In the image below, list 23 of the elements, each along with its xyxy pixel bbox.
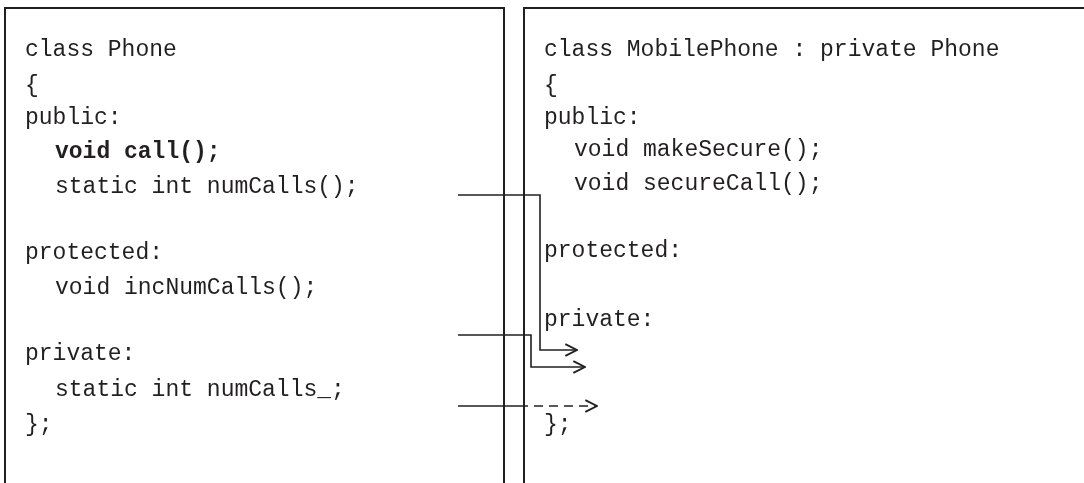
code-line: public: [25,104,122,132]
code-line: static int numCalls(); [55,173,359,201]
arrow [457,194,578,357]
code-line: private: [25,340,136,368]
arrow [457,334,586,374]
code-panel [4,7,505,483]
code-panel [523,7,1084,483]
code-line: void makeSecure(); [574,136,823,164]
code-line: protected: [544,237,683,265]
arrow [457,399,598,413]
code-line: }; [544,411,572,439]
code-line: class Phone [25,36,177,64]
code-line: void secureCall(); [574,170,823,198]
code-line: class MobilePhone : private Phone [544,36,1000,64]
code-line: protected: [25,239,164,267]
code-line: { [25,72,39,100]
code-line: void incNumCalls(); [55,274,318,302]
code-line: void call(); [55,138,221,166]
code-line: }; [25,411,53,439]
code-line: private: [544,306,655,334]
code-line: public: [544,104,641,132]
code-line: { [544,72,558,100]
code-line: static int numCalls_; [55,376,345,404]
